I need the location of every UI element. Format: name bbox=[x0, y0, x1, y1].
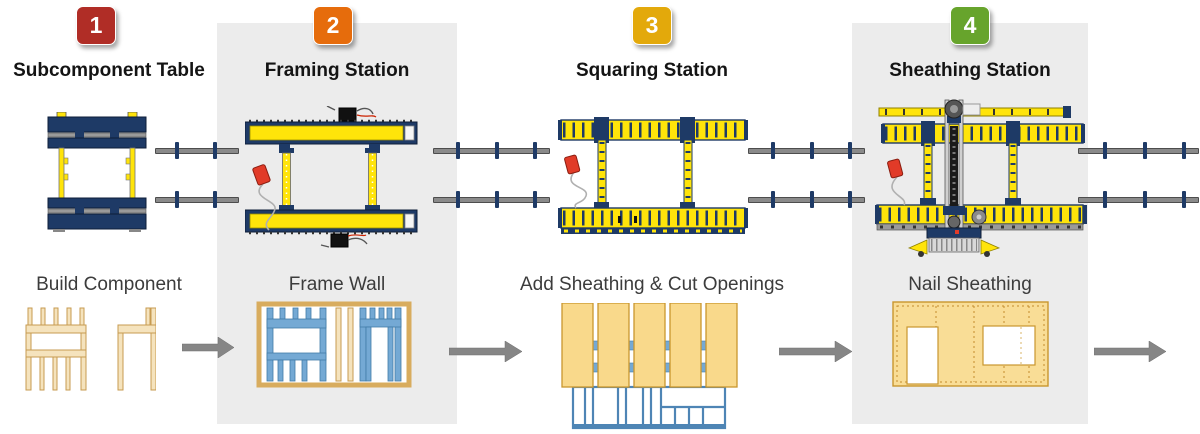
conveyor-tick bbox=[848, 142, 852, 159]
conveyor-tick bbox=[175, 142, 179, 159]
station-3-badge: 3 bbox=[632, 6, 672, 45]
conveyor-tick bbox=[213, 142, 217, 159]
station-2-title: Framing Station bbox=[264, 60, 410, 81]
build-component-illustration bbox=[25, 307, 156, 391]
control-pendant-icon bbox=[887, 158, 906, 206]
station-3-title: Squaring Station bbox=[576, 60, 728, 81]
conveyor-rail bbox=[155, 142, 239, 159]
sheathing-station-machine bbox=[875, 99, 1087, 257]
flow-arrow-icon bbox=[1094, 341, 1166, 362]
station-1-caption: Build Component bbox=[36, 274, 182, 295]
control-pendant-icon bbox=[564, 154, 587, 209]
conveyor-tick bbox=[771, 142, 775, 159]
conveyor-tick bbox=[810, 191, 814, 208]
subcomponent-table-machine bbox=[47, 112, 147, 232]
conveyor-tick bbox=[1182, 191, 1186, 208]
conveyor-rail bbox=[1078, 191, 1199, 208]
station-2-caption: Frame Wall bbox=[288, 274, 386, 295]
conveyor-tick bbox=[1143, 142, 1147, 159]
conveyor-tick bbox=[533, 142, 537, 159]
station-1-badge: 1 bbox=[76, 6, 116, 45]
frame-wall-illustration bbox=[256, 301, 412, 388]
nailer-tool-icon bbox=[326, 106, 377, 122]
squaring-station-machine bbox=[558, 117, 748, 234]
conveyor-rail bbox=[155, 191, 239, 208]
conveyor-tick bbox=[533, 191, 537, 208]
station-4-badge: 4 bbox=[950, 6, 990, 45]
conveyor-tick bbox=[1103, 191, 1107, 208]
conveyor-tick bbox=[771, 191, 775, 208]
station-4-title: Sheathing Station bbox=[889, 60, 1051, 81]
conveyor-rail bbox=[433, 142, 550, 159]
station-2-badge: 2 bbox=[313, 6, 353, 45]
conveyor-tick bbox=[1103, 142, 1107, 159]
conveyor-tick bbox=[175, 191, 179, 208]
conveyor-rail bbox=[433, 191, 550, 208]
conveyor-tick bbox=[456, 191, 460, 208]
station-3-caption: Add Sheathing & Cut Openings bbox=[519, 274, 785, 295]
conveyor-tick bbox=[495, 191, 499, 208]
conveyor-tick bbox=[1143, 191, 1147, 208]
conveyor-tick bbox=[848, 191, 852, 208]
conveyor-tick bbox=[810, 142, 814, 159]
conveyor-rail bbox=[748, 142, 865, 159]
conveyor-rail bbox=[1078, 142, 1199, 159]
conveyor-tick bbox=[456, 142, 460, 159]
station-1-title: Subcomponent Table bbox=[13, 60, 205, 81]
nailer-tool-icon bbox=[320, 233, 368, 248]
conveyor-tick bbox=[1182, 142, 1186, 159]
flow-arrow-icon bbox=[182, 337, 234, 358]
conveyor-tick bbox=[213, 191, 217, 208]
flow-arrow-icon bbox=[449, 341, 522, 362]
station-4-caption: Nail Sheathing bbox=[908, 274, 1032, 295]
control-pendant-icon bbox=[252, 164, 276, 231]
nail-sheathing-illustration bbox=[892, 301, 1049, 387]
flow-arrow-icon bbox=[779, 341, 852, 362]
conveyor-tick bbox=[495, 142, 499, 159]
framing-station-machine bbox=[245, 106, 418, 248]
add-sheathing-illustration bbox=[561, 303, 738, 430]
conveyor-rail bbox=[748, 191, 865, 208]
